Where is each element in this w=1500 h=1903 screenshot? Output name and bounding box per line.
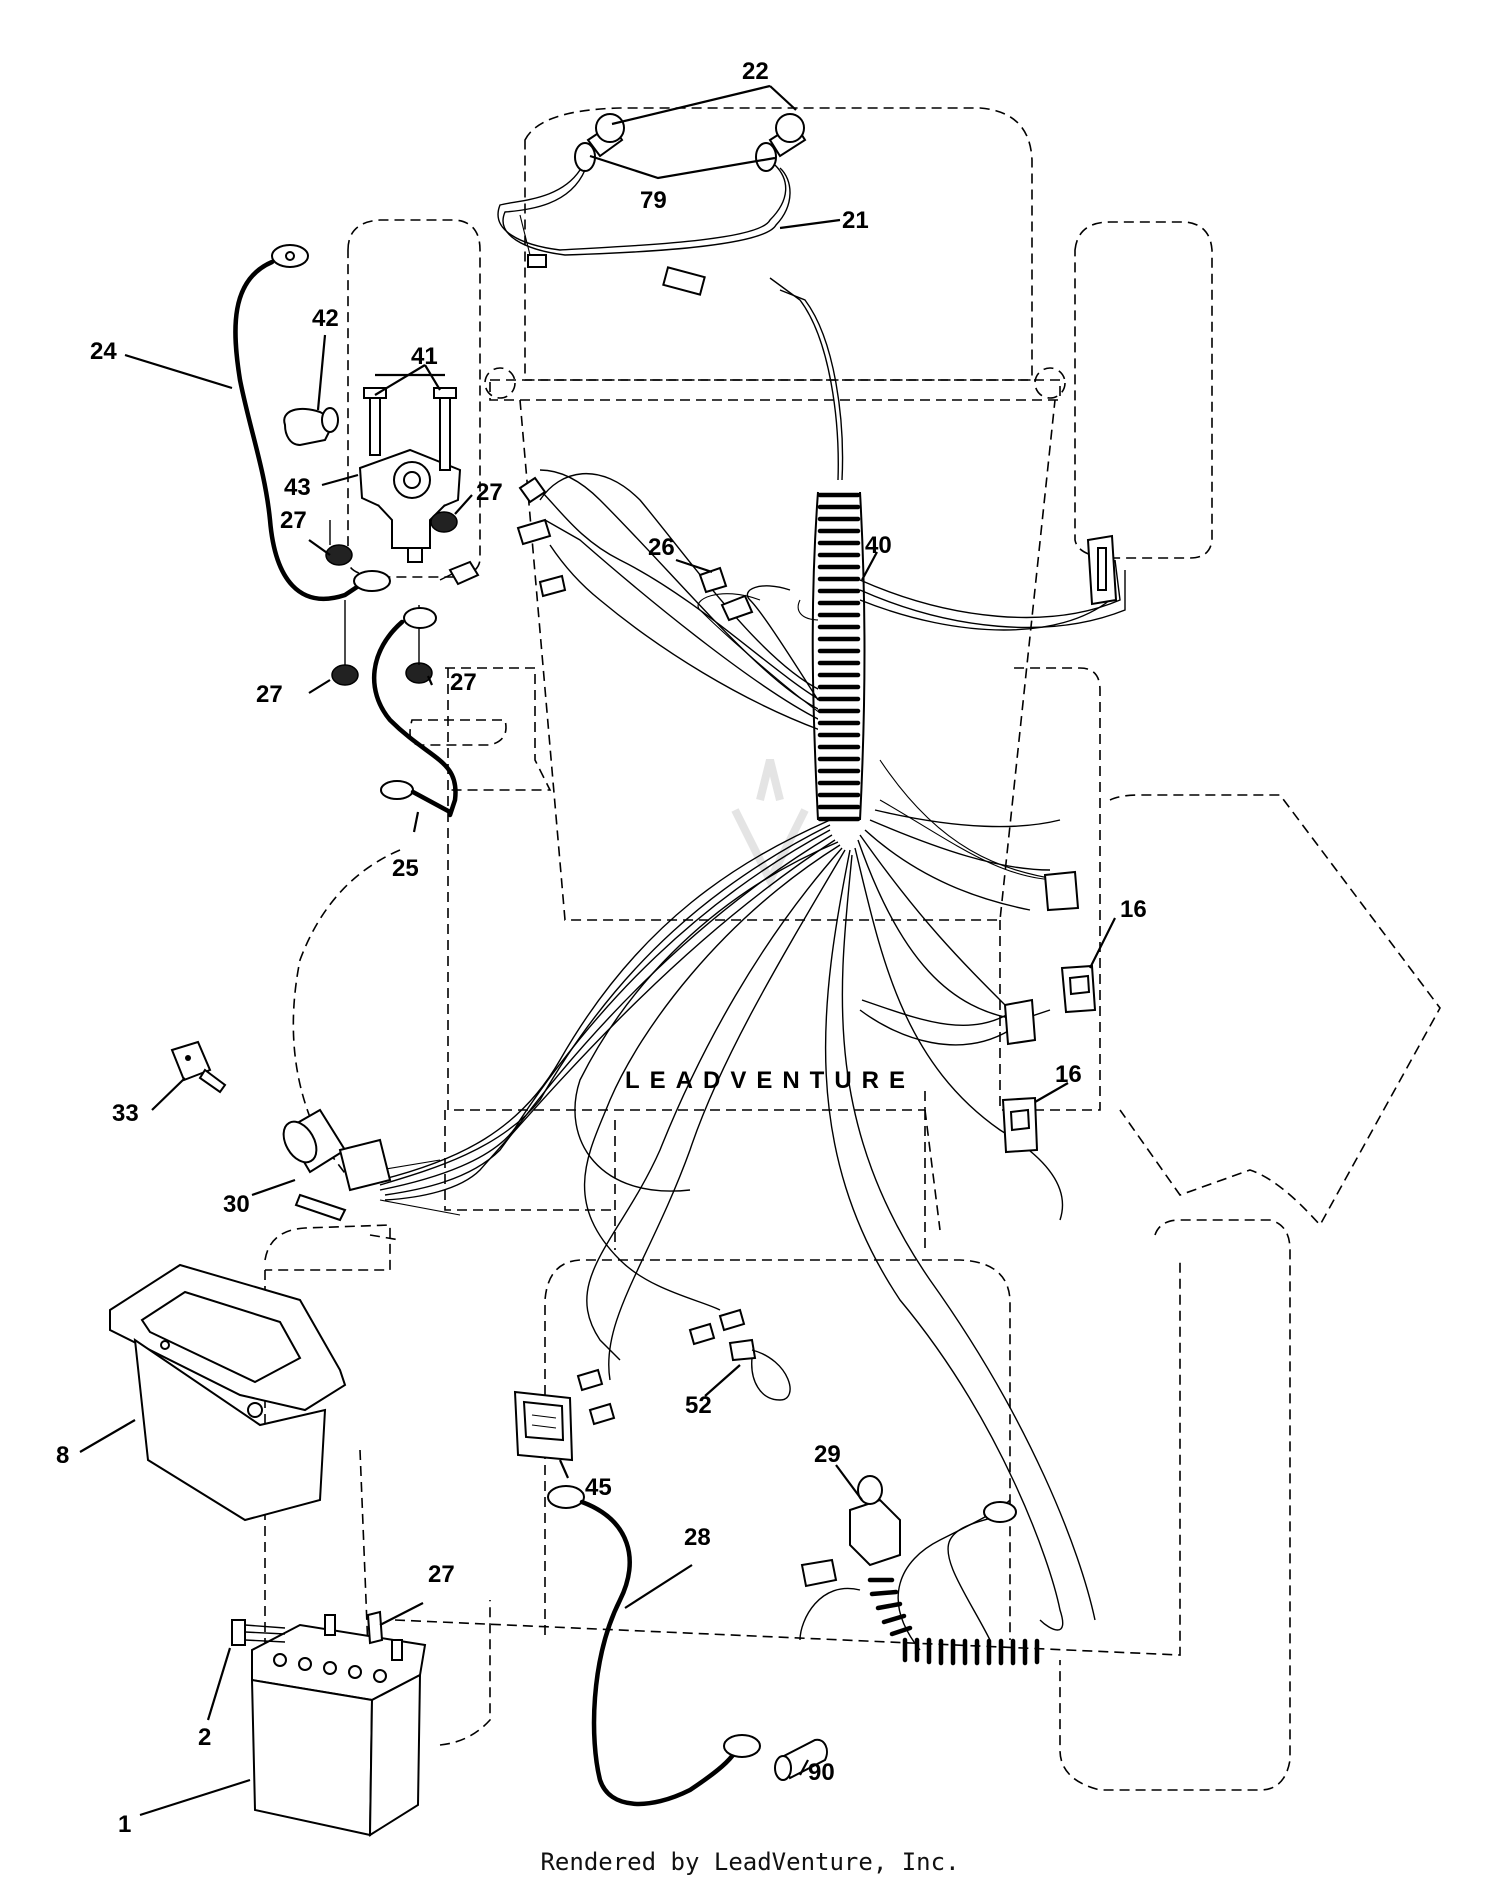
bolts-41 (363, 387, 457, 471)
callout-25: 25 (392, 855, 419, 882)
callout-27-a: 27 (476, 479, 503, 506)
headlight-right (755, 113, 807, 172)
callout-43: 43 (284, 474, 311, 501)
callout-16-b: 16 (1055, 1061, 1082, 1088)
key-33 (170, 1040, 227, 1094)
callout-1: 1 (118, 1811, 131, 1838)
nuts-27 (325, 511, 458, 686)
callout-33: 33 (112, 1100, 139, 1127)
nut-27-battery (366, 1610, 384, 1645)
callout-16-a: 16 (1120, 896, 1147, 923)
light-harness-21 (497, 164, 791, 296)
callout-24: 24 (90, 338, 117, 365)
callout-42: 42 (312, 305, 339, 332)
callout-27-c: 27 (256, 681, 283, 708)
bolt-2 (231, 1619, 286, 1646)
callout-40: 40 (865, 532, 892, 559)
connector-right-upper (1086, 534, 1118, 606)
boot-42 (283, 407, 339, 447)
solenoid-43 (358, 448, 462, 563)
cable-24 (233, 244, 391, 602)
connector-52 (728, 1338, 791, 1401)
cable-25 (371, 560, 480, 818)
callout-29: 29 (814, 1441, 841, 1468)
connector-mid-right (1003, 870, 1080, 1046)
callout-41: 41 (411, 343, 438, 370)
battery-1 (250, 1614, 427, 1837)
callout-79: 79 (640, 187, 667, 214)
callout-26: 26 (648, 534, 675, 561)
callout-45: 45 (585, 1474, 612, 1501)
callout-8: 8 (56, 1442, 69, 1469)
relay-29 (800, 1475, 1017, 1588)
cable-28 (547, 1485, 761, 1807)
callout-22: 22 (742, 58, 769, 85)
switch-16-upper (1060, 964, 1097, 1014)
hour-meter-45 (513, 1390, 574, 1462)
callout-labels: 22 79 21 42 41 24 43 27 27 26 40 27 27 2… (56, 58, 1147, 1838)
watermark-logo: LEADVENTURE (625, 759, 915, 1094)
callout-21: 21 (842, 207, 869, 234)
callout-27-e: 27 (428, 1561, 455, 1588)
callout-27-b: 27 (280, 507, 307, 534)
ignition-switch-30 (282, 1108, 392, 1222)
callout-2: 2 (198, 1724, 211, 1751)
callout-28: 28 (684, 1524, 711, 1551)
footer-credit: Rendered by LeadVenture, Inc. (540, 1848, 960, 1876)
connectors-upper (516, 476, 754, 622)
battery-box-8 (109, 1263, 347, 1522)
spiral-wrap-40 (811, 491, 866, 822)
spiral-wrap-lower (867, 1577, 1040, 1666)
terminals-lower (576, 1308, 746, 1426)
leader-lines (79, 84, 1116, 1817)
callout-27-d: 27 (450, 669, 477, 696)
callout-52: 52 (685, 1392, 712, 1419)
callout-90: 90 (808, 1759, 835, 1786)
callout-30: 30 (223, 1191, 250, 1218)
headlight-left (574, 113, 625, 172)
wire-harness (379, 277, 1126, 1651)
switch-16-lower (1001, 1096, 1039, 1154)
watermark-text: LEADVENTURE (625, 1067, 915, 1094)
boot-90 (774, 1738, 828, 1781)
